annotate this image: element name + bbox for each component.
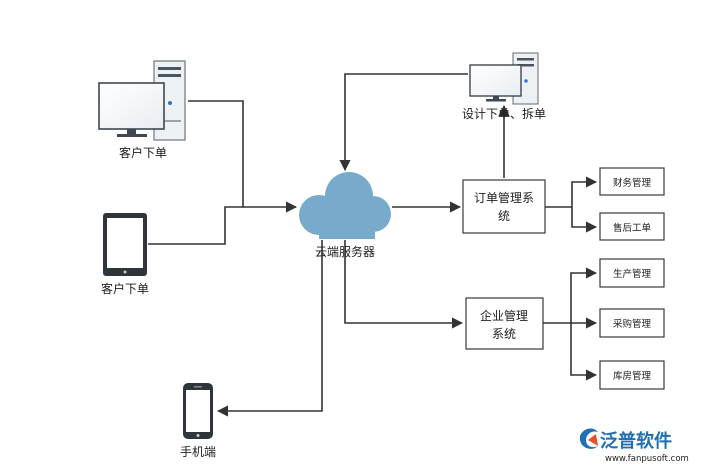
edge-cloud-to-mobile xyxy=(216,240,323,417)
cloud-server-node: 云端服务器 xyxy=(299,172,391,259)
brand-url: www.fanpusoft.com xyxy=(605,454,689,464)
production-label: 生产管理 xyxy=(613,268,652,280)
finance-box xyxy=(599,167,665,196)
mobile-label: 手机端 xyxy=(180,445,216,459)
design-pc-node: 设计下单、拆单 xyxy=(462,52,546,121)
brand-logo-icon xyxy=(580,428,598,449)
warehouse-node: 库房管理 xyxy=(599,360,665,390)
edge-enterprise-to-warehouse xyxy=(570,323,598,381)
production-node: 生产管理 xyxy=(599,258,665,288)
edge-enterprise-to-production xyxy=(570,267,598,323)
client-pc-label: 客户下单 xyxy=(119,145,167,160)
edge-tablet-to-cloud xyxy=(148,206,243,245)
purchasing-box xyxy=(599,308,665,338)
purchasing-node: 采购管理 xyxy=(599,308,665,338)
after-sales-box xyxy=(599,212,665,241)
brand-name: 泛普软件 xyxy=(600,430,672,452)
production-box xyxy=(599,258,665,288)
order-system-label-line2: 统 xyxy=(498,209,510,223)
order-system-node: 订单管理系 统 xyxy=(462,179,546,234)
warehouse-box xyxy=(599,360,665,390)
client-tablet-node: 客户下单 xyxy=(101,213,149,296)
after-sales-node: 售后工单 xyxy=(599,212,665,241)
desktop-computer-icon xyxy=(98,60,186,141)
finance-node: 财务管理 xyxy=(599,167,665,196)
edge-cloud-to-enterprise xyxy=(344,240,464,329)
brand-watermark: 泛普软件 www.fanpusoft.com xyxy=(580,428,689,464)
edge-client-pc-to-cloud xyxy=(188,100,298,213)
cloud-icon xyxy=(299,172,391,239)
order-system-box xyxy=(462,179,546,234)
edge-order-to-aftersales xyxy=(571,207,598,233)
tablet-icon xyxy=(103,213,147,276)
design-pc-label: 设计下单、拆单 xyxy=(462,106,546,121)
purchasing-label: 采购管理 xyxy=(613,318,652,330)
edge-order-to-finance xyxy=(571,176,598,207)
enterprise-system-label-line1: 企业管理 xyxy=(480,308,528,323)
enterprise-system-label-line2: 系统 xyxy=(492,327,516,341)
warehouse-label: 库房管理 xyxy=(613,370,652,382)
order-system-label-line1: 订单管理系 xyxy=(474,190,534,205)
desktop-computer-icon xyxy=(469,52,539,105)
edge-cloud-to-design xyxy=(339,73,468,172)
finance-label: 财务管理 xyxy=(613,177,652,189)
after-sales-label: 售后工单 xyxy=(613,222,652,234)
enterprise-system-node: 企业管理 系统 xyxy=(465,297,544,350)
mobile-node: 手机端 xyxy=(180,383,216,459)
cloud-label: 云端服务器 xyxy=(315,244,375,259)
smartphone-icon xyxy=(183,383,213,439)
edges xyxy=(148,73,598,417)
enterprise-system-box xyxy=(465,297,544,350)
client-pc-node: 客户下单 xyxy=(98,60,186,160)
client-tablet-label: 客户下单 xyxy=(101,281,149,296)
